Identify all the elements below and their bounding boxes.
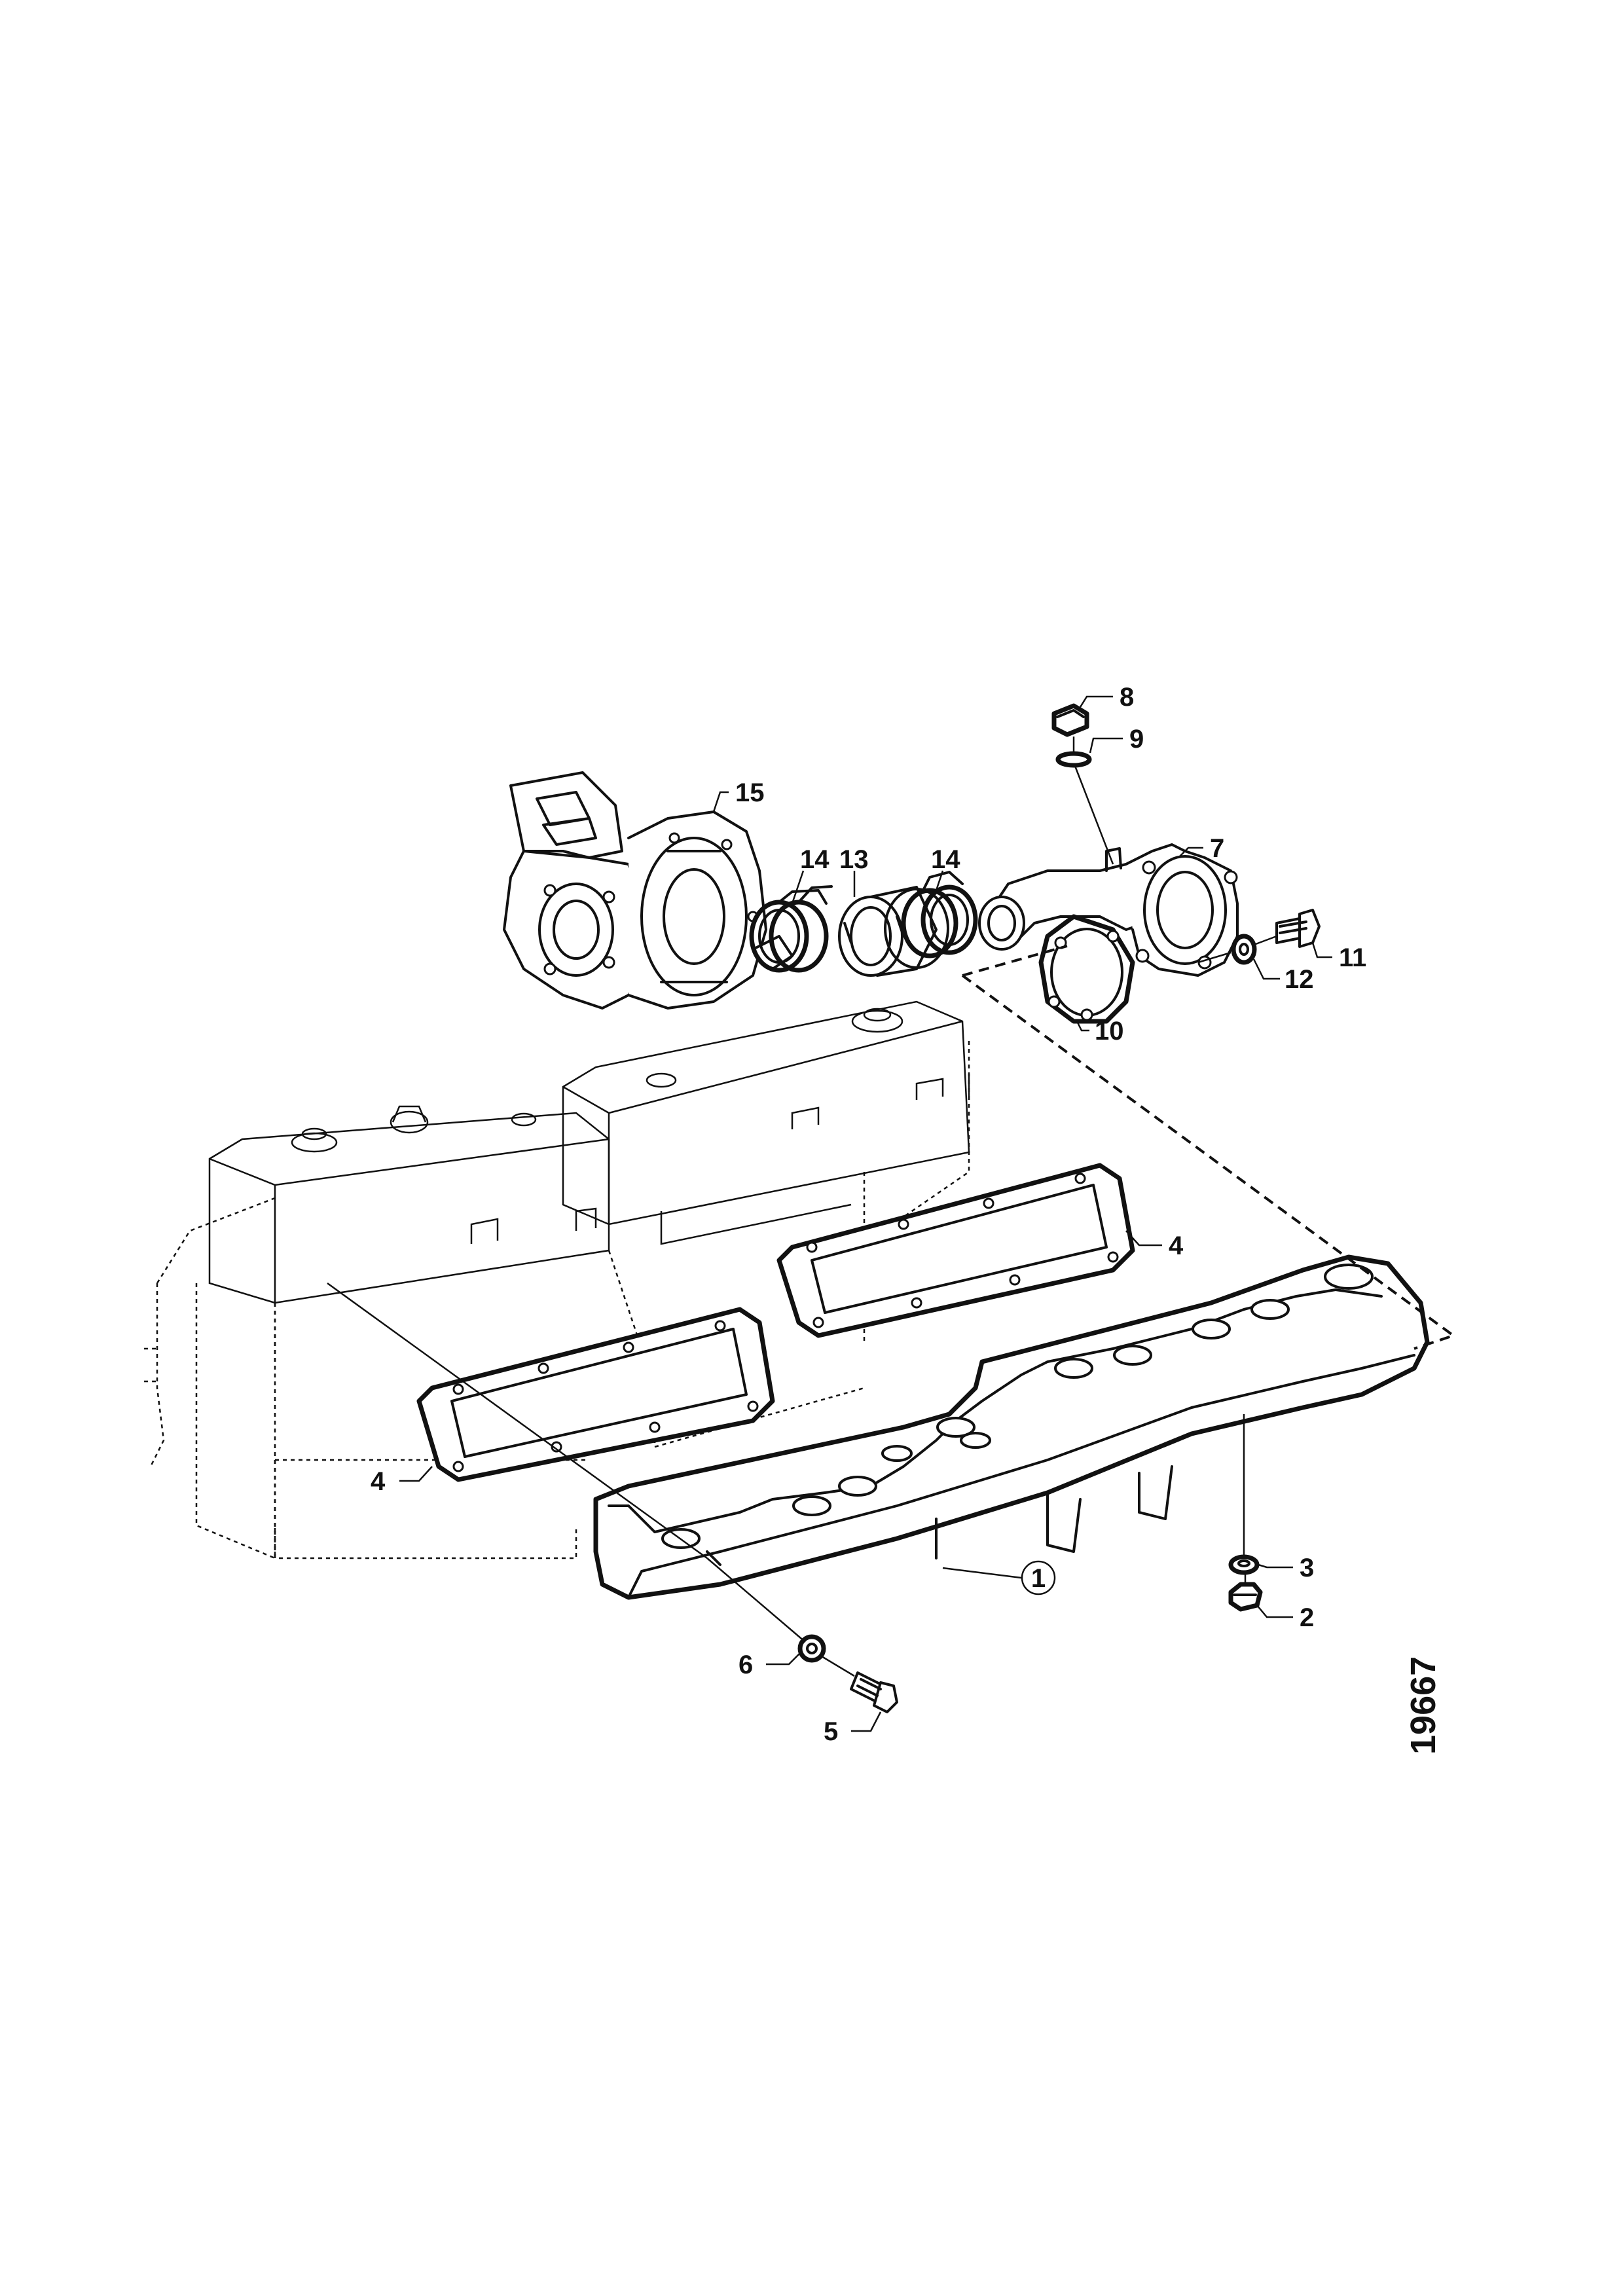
nut-2 bbox=[1228, 1582, 1263, 1612]
callout-1-circle bbox=[1021, 1560, 1056, 1595]
spring-washer bbox=[1231, 934, 1257, 965]
callout-12: 12 bbox=[1285, 965, 1314, 994]
flange-gasket bbox=[1038, 914, 1135, 1024]
callout-14a: 14 bbox=[800, 845, 830, 874]
flange-bolt bbox=[1275, 909, 1321, 948]
manifold-bolt bbox=[850, 1671, 898, 1713]
figure-number: 19667 bbox=[1404, 1656, 1443, 1755]
callout-15: 15 bbox=[735, 778, 765, 807]
cylinder-head-right bbox=[562, 1000, 970, 1245]
callout-9: 9 bbox=[1129, 725, 1144, 754]
gasket-left bbox=[416, 1307, 775, 1482]
callout-8: 8 bbox=[1120, 683, 1134, 712]
exhaust-manifold bbox=[593, 1254, 1430, 1600]
callout-6: 6 bbox=[739, 1650, 753, 1679]
washer-6 bbox=[797, 1634, 826, 1663]
callout-11: 11 bbox=[1339, 943, 1366, 972]
gasket-right bbox=[776, 1163, 1135, 1338]
hose-clamp-left bbox=[749, 885, 833, 973]
callout-7: 7 bbox=[1210, 834, 1224, 863]
callout-5: 5 bbox=[824, 1717, 838, 1746]
callout-2: 2 bbox=[1300, 1603, 1314, 1632]
callout-1: 1 bbox=[1031, 1564, 1046, 1593]
callout-labels: 1 2 3 4 4 5 6 7 8 9 10 11 12 13 14 14 15 bbox=[371, 683, 1366, 1746]
washer-3 bbox=[1228, 1554, 1260, 1575]
cylinder-head-left bbox=[208, 1105, 643, 1362]
turbocharger bbox=[503, 771, 793, 1010]
exhaust-elbow bbox=[978, 843, 1239, 977]
hose-clamp-right bbox=[901, 871, 978, 958]
assembly-lines bbox=[327, 737, 1457, 1677]
leader-lines bbox=[399, 695, 1332, 1732]
plug bbox=[1051, 703, 1089, 737]
callout-14b: 14 bbox=[931, 845, 960, 874]
callout-13: 13 bbox=[839, 845, 869, 874]
sealing-washer bbox=[1055, 751, 1092, 768]
callout-10: 10 bbox=[1095, 1017, 1124, 1046]
callout-4a: 4 bbox=[1169, 1231, 1184, 1260]
callout-4b: 4 bbox=[371, 1467, 386, 1496]
callout-3: 3 bbox=[1300, 1554, 1314, 1582]
